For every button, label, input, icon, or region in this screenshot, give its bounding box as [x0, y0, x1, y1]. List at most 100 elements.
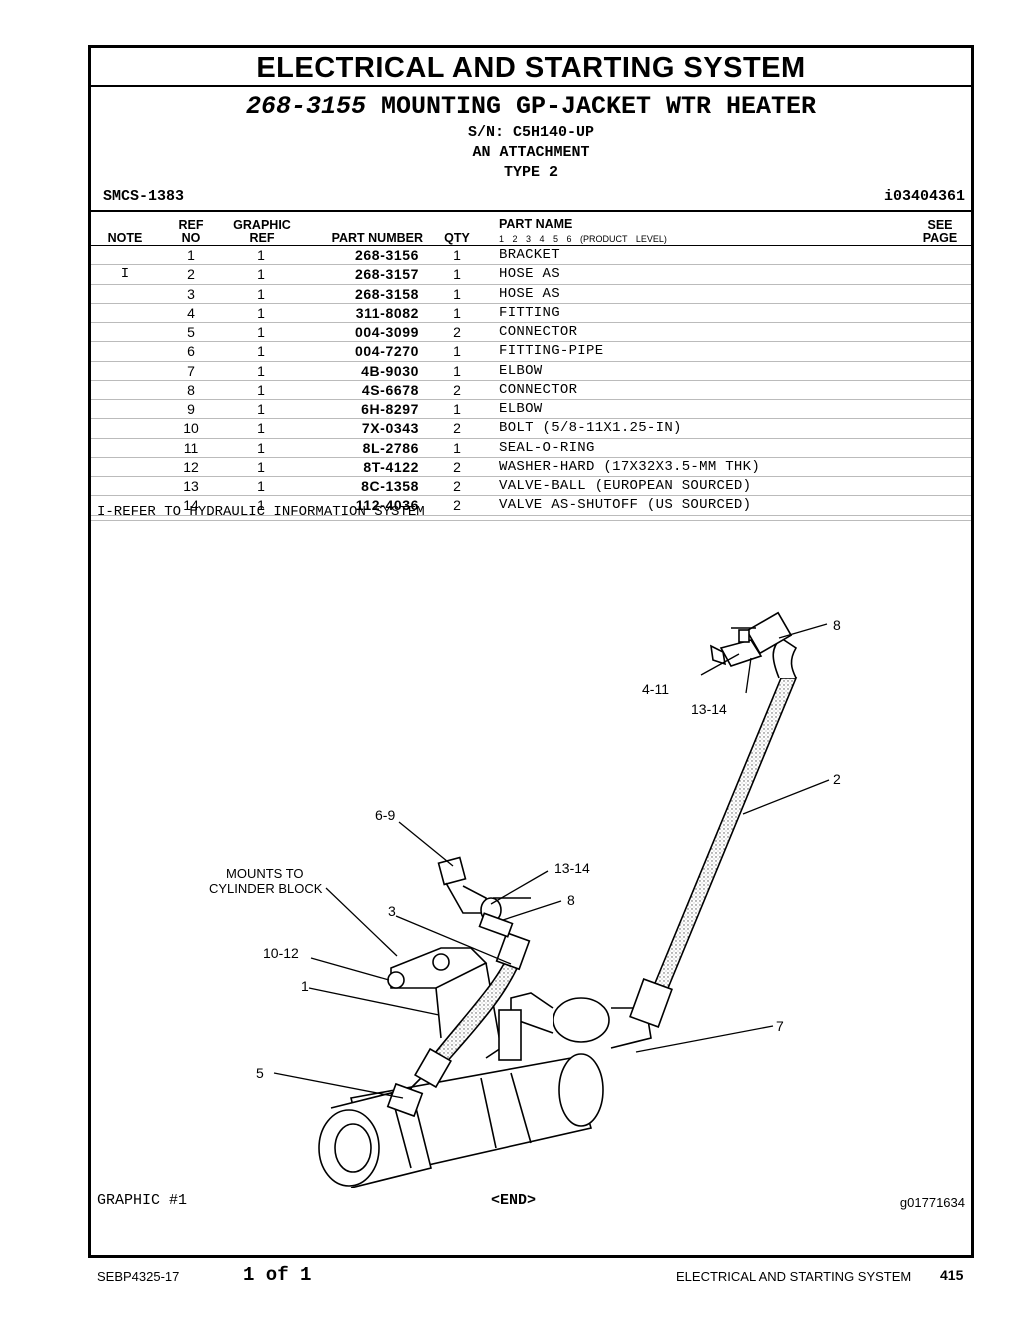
serial-number: S/N: C5H140-UP	[467, 124, 595, 141]
cell-name: CONNECTOR	[499, 381, 578, 398]
cell-ref: 3	[187, 285, 195, 302]
footnote: I-REFER TO HYDRAULIC INFORMATION SYSTEM	[97, 504, 425, 520]
cell-qty: 1	[453, 266, 461, 283]
page-frame: ELECTRICAL AND STARTING SYSTEM 268-3155 …	[88, 45, 974, 1258]
hose-2	[629, 611, 798, 1028]
cell-graphic: 1	[257, 304, 265, 321]
cell-part-number: 6H-8297	[361, 401, 419, 417]
cell-name: FITTING	[499, 304, 560, 321]
col-graphic: GRAPHIC REF	[227, 219, 297, 245]
document-number: SEBP4325-17	[97, 1269, 180, 1284]
col-see-bottom: PAGE	[922, 231, 958, 245]
cell-ref: 1	[187, 247, 195, 263]
cell-qty: 1	[453, 362, 461, 379]
cell-graphic: 1	[257, 247, 265, 263]
heater-body	[318, 1053, 604, 1188]
cell-qty: 2	[453, 497, 461, 514]
cell-qty: 1	[453, 401, 461, 417]
group-number: 268-3155	[245, 92, 366, 121]
cell-qty: 2	[453, 478, 461, 494]
col-graphic-bottom: REF	[249, 231, 275, 245]
cell-name: SEAL-O-RING	[499, 439, 595, 456]
cell-part-number: 268-3157	[355, 266, 419, 283]
smcs-code: SMCS-1383	[103, 188, 185, 205]
cell-ref: 12	[183, 458, 199, 475]
type-label: TYPE 2	[503, 164, 558, 181]
top-elbow	[498, 992, 652, 1061]
product-level: 1 2 3 4 5 6 (PRODUCT LEVEL)	[499, 234, 667, 244]
mounts-label-line1: MOUNTS TO	[226, 866, 304, 881]
col-ref: REF NO	[171, 219, 211, 245]
cell-ref: 4	[187, 304, 195, 321]
cell-name: VALVE-BALL (EUROPEAN SOURCED)	[499, 478, 752, 494]
cell-part-number: 8T-4122	[363, 458, 419, 475]
title-divider	[91, 85, 971, 87]
hose-3	[386, 931, 531, 1118]
cell-name: ELBOW	[499, 362, 543, 379]
callout-1: 1	[301, 978, 309, 994]
graphic-label: GRAPHIC #1	[97, 1192, 188, 1209]
col-see-page: SEE PAGE	[915, 219, 965, 245]
middle-valve	[437, 856, 531, 938]
cell-ref: 9	[187, 401, 195, 417]
group-name: MOUNTING GP-JACKET WTR HEATER	[380, 92, 817, 121]
cell-name: HOSE AS	[499, 266, 560, 283]
column-divider	[91, 245, 971, 246]
callout-13-14-mid: 13-14	[554, 860, 590, 876]
header-divider	[91, 210, 971, 212]
cell-graphic: 1	[257, 381, 265, 398]
col-graphic-top: GRAPHIC	[233, 218, 291, 232]
parts-illustration: 8 4-11 13-14 2 6-9 13-14 8 MOUNTS TO CYL…	[209, 611, 841, 1188]
mounts-label-line2: CYLINDER BLOCK	[209, 881, 323, 896]
bracket	[387, 947, 502, 1059]
cell-name: WASHER-HARD (17X32X3.5-MM THK)	[499, 458, 761, 475]
cell-name: VALVE AS-SHUTOFF (US SOURCED)	[499, 497, 752, 514]
cell-graphic: 1	[257, 458, 265, 475]
cell-ref: 7	[187, 362, 195, 379]
cell-qty: 2	[453, 458, 461, 475]
cell-qty: 2	[453, 420, 461, 437]
cell-name: BOLT (5/8-11X1.25-IN)	[499, 420, 682, 437]
cell-part-number: 004-7270	[355, 343, 419, 360]
cell-part-number: 004-3099	[355, 324, 419, 340]
top-valve	[709, 627, 763, 667]
cell-part-number: 4S-6678	[361, 381, 419, 398]
cell-graphic: 1	[257, 362, 265, 379]
illustration-id: i03404361	[883, 188, 965, 205]
cell-ref: 14	[183, 497, 199, 514]
end-marker: <END>	[491, 1192, 537, 1209]
system-title: ELECTRICAL AND STARTING SYSTEM	[256, 52, 806, 84]
cell-part-number: 4B-9030	[361, 362, 419, 379]
cell-qty: 1	[453, 439, 461, 456]
graphic-id: g01771634	[899, 1195, 965, 1210]
cell-note: I	[120, 266, 130, 283]
table-row: 12 1 8T-4122 2 WASHER-HARD (17X32X3.5-MM THK…	[91, 458, 971, 477]
cell-graphic: 1	[257, 343, 265, 360]
cell-part-number: 268-3156	[355, 247, 419, 263]
callout-8-mid: 8	[567, 892, 575, 908]
callout-6-9: 6-9	[375, 807, 395, 823]
cell-name: CONNECTOR	[499, 324, 578, 340]
col-note: NOTE	[107, 231, 143, 245]
cell-qty: 1	[453, 343, 461, 360]
col-ref-bottom: NO	[181, 231, 201, 245]
callout-13-14-top: 13-14	[691, 701, 727, 717]
cell-part-number: 112-4036	[355, 497, 419, 514]
col-see-top: SEE	[927, 218, 953, 232]
attachment-label: AN ATTACHMENT	[472, 144, 590, 161]
cell-qty: 1	[453, 247, 461, 263]
callout-10-12: 10-12	[263, 945, 299, 961]
col-qty: QTY	[444, 231, 470, 245]
cell-part-number: 8C-1358	[361, 478, 419, 494]
callout-5: 5	[256, 1065, 264, 1081]
cell-graphic: 1	[257, 266, 265, 283]
